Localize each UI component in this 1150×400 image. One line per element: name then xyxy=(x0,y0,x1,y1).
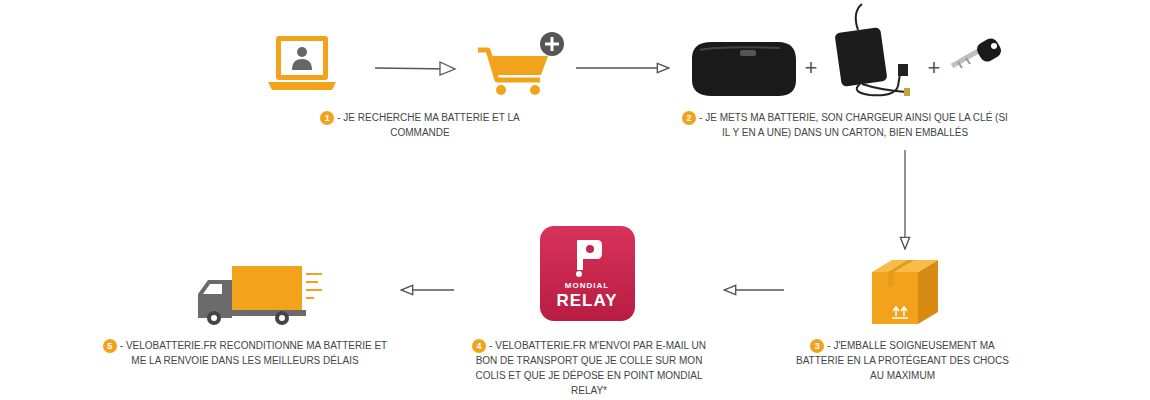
step-text: - JE RECHERCHE MA BATTERIE ET LA COMMAND… xyxy=(337,112,519,138)
step-text: - VELOBATTERIE.FR M'ENVOI PAR E-MAIL UN … xyxy=(476,340,706,396)
step-text: - JE METS MA BATTERIE, SON CHARGEUR AINS… xyxy=(699,112,1008,138)
flow-arrow xyxy=(401,289,454,290)
key-icon xyxy=(952,36,1004,68)
logo-text: RELAY xyxy=(556,291,617,311)
process-step: 4- VELOBATTERIE.FR M'ENVOI PAR E-MAIL UN… xyxy=(460,222,718,400)
process-step: 3- J'EMBALLE SOIGNEUSEMENT MA BATTERIE E… xyxy=(790,255,1015,387)
step-caption: 2- JE METS MA BATTERIE, SON CHARGEUR AIN… xyxy=(678,110,1013,140)
step-text: - VELOBATTERIE.FR RECONDITIONNE MA BATTE… xyxy=(120,340,387,366)
plus-sign: + xyxy=(928,55,941,81)
step-number: 4 xyxy=(472,339,486,353)
logo-text: MONDIAL xyxy=(565,281,609,290)
process-step: 1- JE RECHERCHE MA BATTERIE ET LA COMMAN… xyxy=(270,30,570,144)
laptop-icon xyxy=(268,36,336,90)
plus-sign: + xyxy=(805,55,818,81)
truck-icon xyxy=(198,266,322,325)
step-arrow xyxy=(375,62,455,75)
step-text: - J'EMBALLE SOIGNEUSEMENT MA BATTERIE EN… xyxy=(796,340,1009,381)
process-step: 2- JE METS MA BATTERIE, SON CHARGEUR AIN… xyxy=(675,28,1015,144)
step-caption: 5- VELOBATTERIE.FR RECONDITIONNE MA BATT… xyxy=(96,338,394,368)
step-number: 3 xyxy=(810,339,824,353)
step-caption: 3- J'EMBALLE SOIGNEUSEMENT MA BATTERIE E… xyxy=(792,338,1014,383)
mondial-relay-logo xyxy=(540,226,635,321)
process-step: 5- VELOBATTERIE.FR RECONDITIONNE MA BATT… xyxy=(95,262,395,372)
flow-arrow xyxy=(904,150,905,249)
cart-icon xyxy=(478,32,564,95)
battery-icon xyxy=(692,42,796,96)
step-caption: 4- VELOBATTERIE.FR M'ENVOI PAR E-MAIL UN… xyxy=(461,338,717,398)
step-number: 1 xyxy=(320,111,334,125)
parcel-icon xyxy=(872,260,938,324)
flow-arrow xyxy=(576,67,669,68)
flow-arrow xyxy=(724,289,784,290)
step-caption: 1- JE RECHERCHE MA BATTERIE ET LA COMMAN… xyxy=(313,110,528,140)
step-number: 5 xyxy=(103,339,117,353)
charger-icon xyxy=(834,4,910,96)
step-number: 2 xyxy=(682,111,696,125)
